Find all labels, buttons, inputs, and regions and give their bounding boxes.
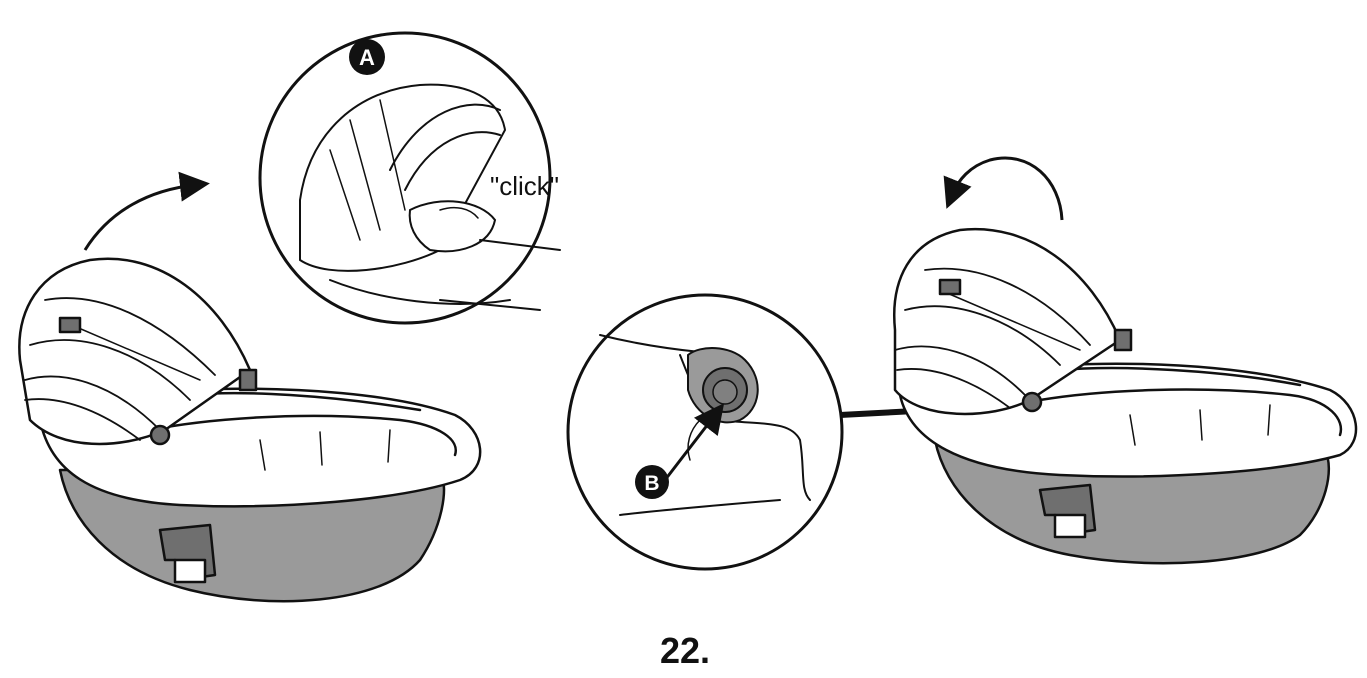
click-label: "click"	[490, 171, 559, 201]
step-number: 22.	[659, 630, 711, 671]
arrow-hood-back	[943, 156, 1064, 221]
bassinet-right	[893, 227, 1358, 565]
bassinet-right-pivot-front	[1021, 391, 1043, 413]
bassinet-right-hood	[893, 227, 1122, 416]
callout-b-circle	[566, 293, 844, 571]
bassinet-left	[18, 257, 482, 603]
callout-a: A "click"	[258, 31, 561, 325]
callout-a-label: A	[359, 45, 375, 70]
bassinet-left-pivot-front	[149, 424, 171, 446]
pointer-b	[663, 403, 725, 481]
callout-b: B	[566, 293, 844, 571]
arrow-hood-forward	[83, 171, 210, 251]
callout-b-badge	[635, 465, 669, 499]
callout-a-badge	[349, 39, 385, 75]
callout-b-label: B	[644, 472, 659, 495]
